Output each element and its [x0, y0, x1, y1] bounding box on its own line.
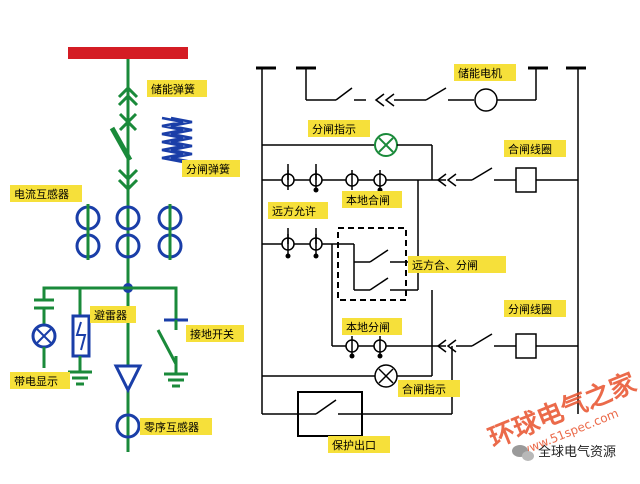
lower-disconnect-symbol — [117, 168, 139, 192]
close-coil-label-text: 合闸线圈 — [508, 142, 552, 156]
motor-symbol — [474, 88, 498, 112]
close-coil-label: 合闸线圈 — [504, 140, 566, 157]
energy-spring-symbol — [161, 116, 184, 164]
close-indicator-branch — [262, 346, 433, 388]
close-indicator-label-text: 合闸指示 — [402, 382, 446, 396]
trip-coil-label-text: 分闸线圈 — [508, 302, 552, 316]
earthing-switch-label: 接地开关 — [186, 325, 244, 342]
close-coil-symbol — [515, 167, 537, 193]
trip-coil-symbol — [515, 333, 537, 359]
energy-spring-label-text: 储能弹簧 — [151, 82, 195, 96]
zero-sequence-ct-label: 零序互感器 — [140, 418, 212, 435]
wechat-text: 全球电气资源 — [538, 444, 616, 460]
energy-motor-label-text: 储能电机 — [458, 66, 502, 80]
remote-permit-branch — [262, 228, 332, 254]
trip-spring-label-text: 分闸弹簧 — [186, 162, 230, 176]
local-close-label-text: 本地合闸 — [346, 193, 390, 207]
circuit-breaker-blade — [109, 126, 133, 162]
remote-permit-label: 远方允许 — [268, 202, 328, 219]
trip-coil-label: 分闸线圈 — [504, 300, 566, 317]
current-transformer-label-text: 电流互感器 — [14, 187, 69, 201]
energy-spring-label: 储能弹簧 — [147, 80, 207, 97]
open-indicator-branch — [262, 133, 433, 180]
motor-branch — [305, 68, 537, 112]
local-close-label: 本地合闸 — [342, 191, 402, 208]
protection-output-label-text: 保护出口 — [332, 438, 376, 452]
local-open-branch — [331, 290, 578, 359]
live-display-label: 带电显示 — [10, 372, 70, 389]
trip-spring-symbol — [170, 116, 193, 164]
earthing-switch-symbol — [156, 318, 188, 388]
arrester-label-text: 避雷器 — [94, 308, 127, 322]
branch-bus — [42, 286, 178, 320]
current-transformer-label: 电流互感器 — [10, 185, 82, 202]
arrester-symbol — [68, 288, 92, 386]
zero-sequence-ct-symbol — [113, 364, 143, 439]
ct-cores — [86, 204, 172, 260]
close-branch — [262, 164, 578, 193]
upper-disconnect-symbol — [117, 85, 139, 132]
control-circuit — [256, 66, 586, 437]
open-indicator-label: 分闸指示 — [308, 120, 370, 137]
trip-spring-label: 分闸弹簧 — [182, 160, 240, 177]
wechat-icon — [512, 445, 534, 461]
remote-close-open-label-text: 远方合、分闸 — [412, 258, 478, 272]
protection-output-label: 保护出口 — [328, 436, 390, 453]
primary-circuit — [31, 47, 193, 452]
open-indicator-label-text: 分闸指示 — [312, 122, 356, 136]
local-open-label-text: 本地分闸 — [346, 320, 390, 334]
arrester-label: 避雷器 — [90, 306, 136, 323]
contact-dots — [285, 187, 383, 359]
wechat-badge: 全球电气资源 — [512, 444, 616, 461]
live-display-label-text: 带电显示 — [14, 375, 58, 388]
close-indicator-label: 合闸指示 — [398, 380, 460, 397]
remote-close-open-label: 远方合、分闸 — [408, 256, 506, 273]
live-display-branch — [31, 298, 57, 368]
busbar — [68, 47, 188, 59]
energy-motor-label: 储能电机 — [454, 64, 516, 81]
remote-permit-label-text: 远方允许 — [272, 204, 316, 218]
earthing-switch-label-text: 接地开关 — [190, 327, 234, 341]
zero-sequence-ct-label-text: 零序互感器 — [144, 420, 199, 434]
local-open-label: 本地分闸 — [342, 318, 402, 335]
